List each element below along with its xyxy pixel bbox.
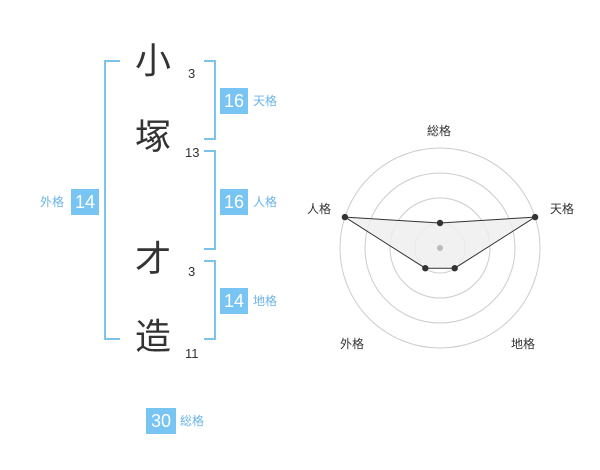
radar-center-dot bbox=[437, 245, 443, 251]
gaikaku-label: 外格 bbox=[40, 195, 65, 209]
soukaku-label: 総格 bbox=[180, 414, 205, 428]
radar-ring bbox=[339, 147, 541, 349]
radar-point bbox=[341, 213, 349, 221]
radar-point bbox=[531, 213, 539, 221]
name-char-2: 塚 bbox=[134, 117, 171, 158]
name-char-4: 造 bbox=[134, 317, 171, 358]
name-char-3: 才 bbox=[134, 239, 171, 280]
radar-point bbox=[451, 265, 458, 272]
jinkaku-label: 人格 bbox=[253, 195, 278, 209]
radar-ring bbox=[364, 172, 516, 324]
soukaku-value: 30 bbox=[146, 408, 176, 434]
radar-label-jinkaku: 人格 bbox=[307, 202, 332, 216]
gaikaku-value: 14 bbox=[71, 189, 99, 215]
tenkaku-value: 16 bbox=[220, 88, 248, 114]
radar-points bbox=[341, 213, 539, 272]
chikaku-value: 14 bbox=[220, 288, 248, 314]
stroke-count-1: 3 bbox=[188, 66, 196, 81]
radar-chart bbox=[339, 147, 541, 349]
jinkaku-value: 16 bbox=[220, 189, 248, 215]
stroke-count-2: 13 bbox=[185, 145, 200, 160]
stroke-count-3: 3 bbox=[188, 264, 196, 279]
stroke-count-4: 11 bbox=[185, 346, 199, 361]
radar-label-chikaku: 地格 bbox=[511, 337, 536, 351]
radar-point bbox=[436, 219, 444, 227]
chikaku-label: 地格 bbox=[253, 294, 278, 308]
name-char-1: 小 bbox=[134, 41, 171, 82]
radar-polygon bbox=[344, 216, 536, 269]
radar-ring bbox=[389, 197, 491, 299]
radar-label-soukaku: 総格 bbox=[427, 124, 452, 138]
radar-point bbox=[422, 265, 429, 272]
radar-label-gaikaku: 外格 bbox=[340, 337, 365, 351]
tenkaku-label: 天格 bbox=[253, 94, 278, 108]
radar-label-tenkaku: 天格 bbox=[550, 202, 575, 216]
